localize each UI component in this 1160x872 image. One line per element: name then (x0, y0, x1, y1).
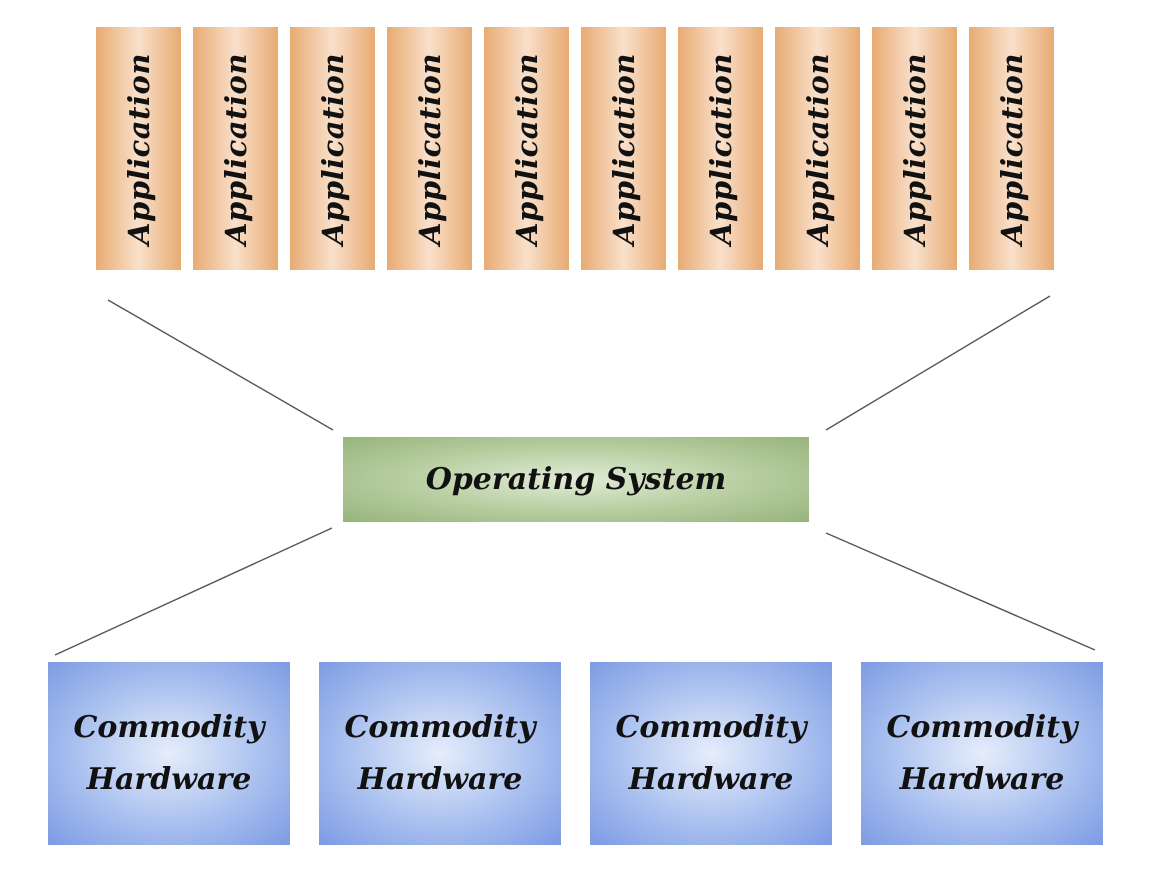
application-box: Application (96, 27, 181, 270)
connector-apps-left (107, 299, 334, 431)
application-box: Application (387, 27, 472, 270)
application-label: Application (897, 52, 932, 245)
operating-system-box: Operating System (343, 437, 809, 522)
hardware-box: Commodity Hardware (319, 662, 561, 845)
hardware-box: Commodity Hardware (861, 662, 1103, 845)
application-box: Application (193, 27, 278, 270)
connector-hw-right (825, 532, 1096, 651)
application-box: Application (969, 27, 1054, 270)
application-row: Application Application Application Appl… (96, 27, 1056, 270)
operating-system-label: Operating System (425, 462, 727, 497)
hardware-box: Commodity Hardware (48, 662, 290, 845)
application-label: Application (800, 52, 835, 245)
application-box: Application (581, 27, 666, 270)
hardware-label-line1: Commodity (886, 709, 1078, 745)
application-label: Application (994, 52, 1029, 245)
hardware-label-line2: Hardware (628, 761, 794, 797)
hardware-label-line2: Hardware (357, 761, 523, 797)
hardware-label-line1: Commodity (615, 709, 807, 745)
application-label: Application (121, 52, 156, 245)
application-box: Application (775, 27, 860, 270)
hardware-label-line2: Hardware (86, 761, 252, 797)
application-label: Application (412, 52, 447, 245)
application-box: Application (872, 27, 957, 270)
application-box: Application (290, 27, 375, 270)
application-label: Application (509, 52, 544, 245)
connector-hw-left (54, 527, 333, 656)
application-box: Application (484, 27, 569, 270)
connector-apps-right (825, 295, 1051, 431)
application-label: Application (218, 52, 253, 245)
application-label: Application (703, 52, 738, 245)
application-label: Application (606, 52, 641, 245)
hardware-label-line1: Commodity (344, 709, 536, 745)
application-box: Application (678, 27, 763, 270)
hardware-box: Commodity Hardware (590, 662, 832, 845)
application-label: Application (315, 52, 350, 245)
hardware-label-line1: Commodity (73, 709, 265, 745)
hardware-label-line2: Hardware (899, 761, 1065, 797)
